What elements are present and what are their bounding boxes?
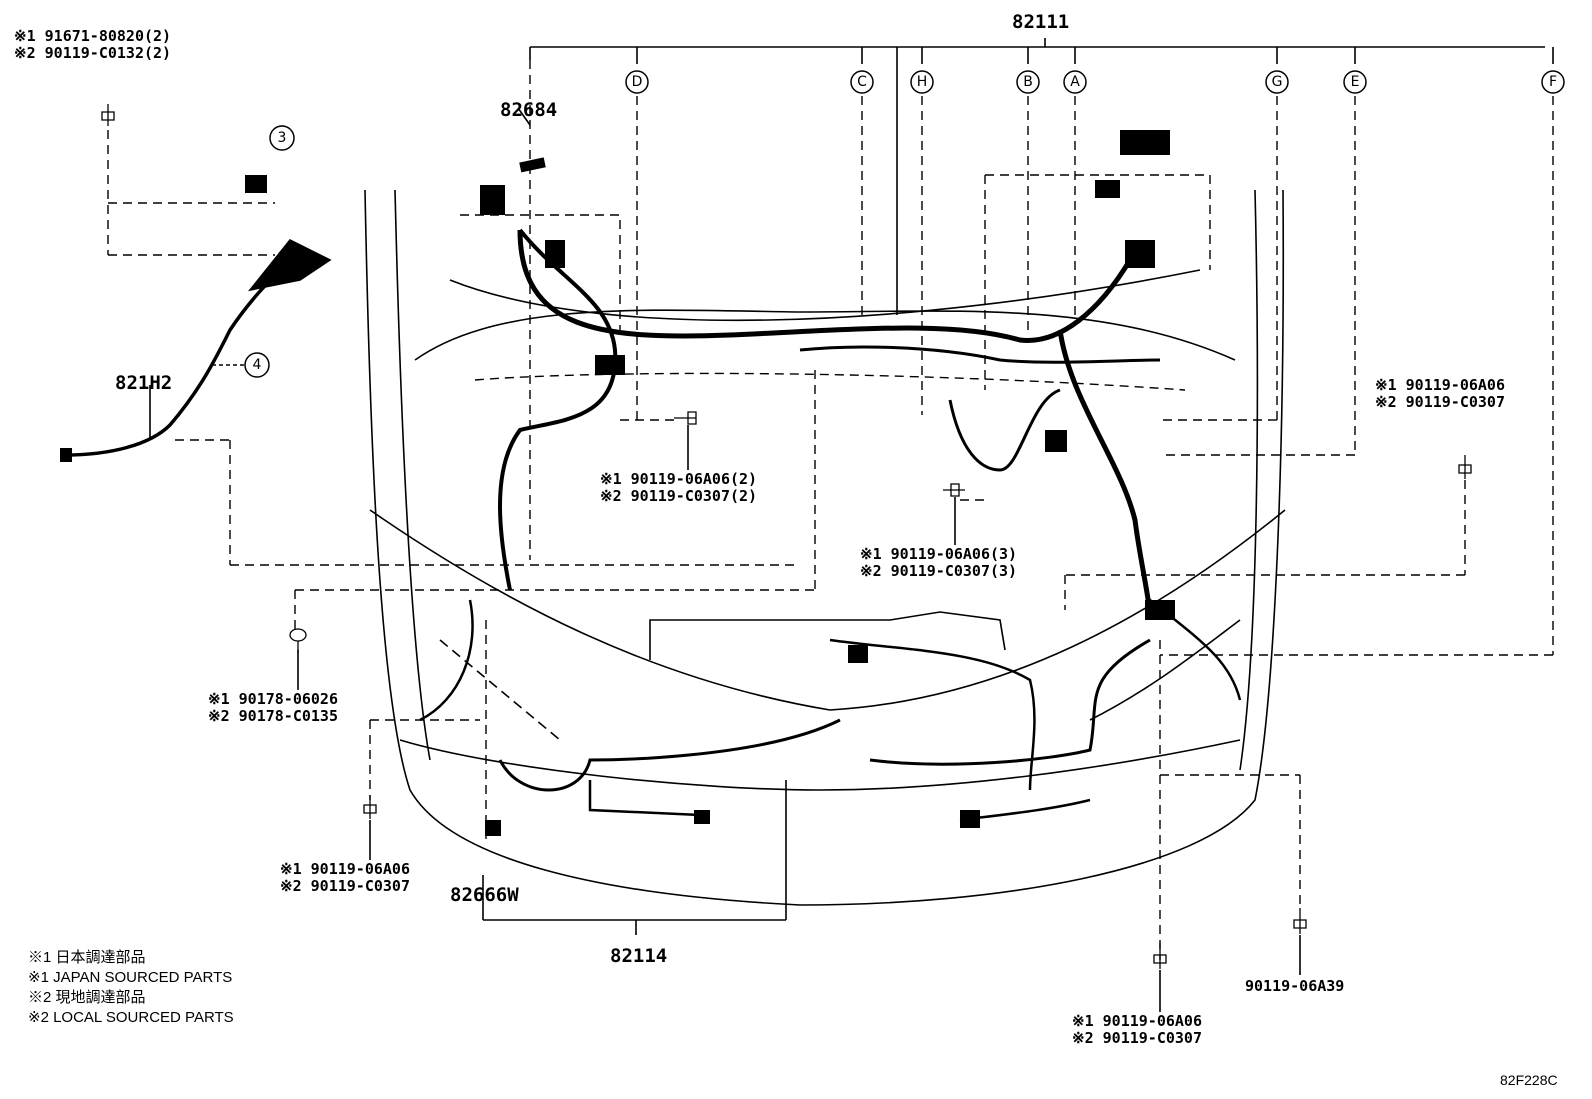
part-90119-06a39: 90119-06A39 bbox=[1245, 977, 1345, 995]
callout-g: G bbox=[1272, 74, 1283, 90]
note-top-left: ※1 91671-80820(2)※2 90119-C0132(2) bbox=[14, 27, 172, 62]
item-4: 4 bbox=[253, 357, 262, 373]
part-82684: 82684 bbox=[500, 99, 558, 121]
callout-c: C bbox=[857, 74, 867, 90]
note-center: ※1 90119-06A06(3)※2 90119-C0307(3) bbox=[860, 545, 1018, 580]
item-3: 3 bbox=[278, 130, 287, 146]
callout-b: B bbox=[1023, 74, 1033, 90]
callout-d: D bbox=[632, 74, 643, 90]
part-82666w: 82666W bbox=[450, 884, 519, 906]
legend-line: ※1 JAPAN SOURCED PARTS bbox=[28, 969, 233, 986]
note-left: ※1 90178-06026※2 90178-C0135 bbox=[208, 690, 338, 725]
diagram-code: 82F228C bbox=[1500, 1072, 1558, 1088]
note-center-left: ※1 90119-06A06(2)※2 90119-C0307(2) bbox=[600, 470, 758, 505]
legend: ※1 日本調達部品 ※1 JAPAN SOURCED PARTS ※2 現地調達… bbox=[28, 948, 234, 1028]
callout-f: F bbox=[1549, 74, 1557, 90]
part-82111: 82111 bbox=[1012, 11, 1070, 33]
part-821h2: 821H2 bbox=[115, 372, 173, 394]
callout-e: E bbox=[1351, 74, 1360, 90]
legend-line: ※2 現地調達部品 bbox=[28, 989, 146, 1006]
legend-line: ※1 日本調達部品 bbox=[28, 949, 146, 966]
note-bottom-left: ※1 90119-06A06※2 90119-C0307 bbox=[280, 860, 410, 895]
callout-h: H bbox=[917, 74, 928, 90]
legend-line: ※2 LOCAL SOURCED PARTS bbox=[28, 1009, 234, 1026]
note-right: ※1 90119-06A06※2 90119-C0307 bbox=[1375, 376, 1505, 411]
note-bottom-right: ※1 90119-06A06※2 90119-C0307 bbox=[1072, 1012, 1202, 1047]
part-82114: 82114 bbox=[610, 945, 668, 967]
callout-a: A bbox=[1070, 74, 1080, 90]
